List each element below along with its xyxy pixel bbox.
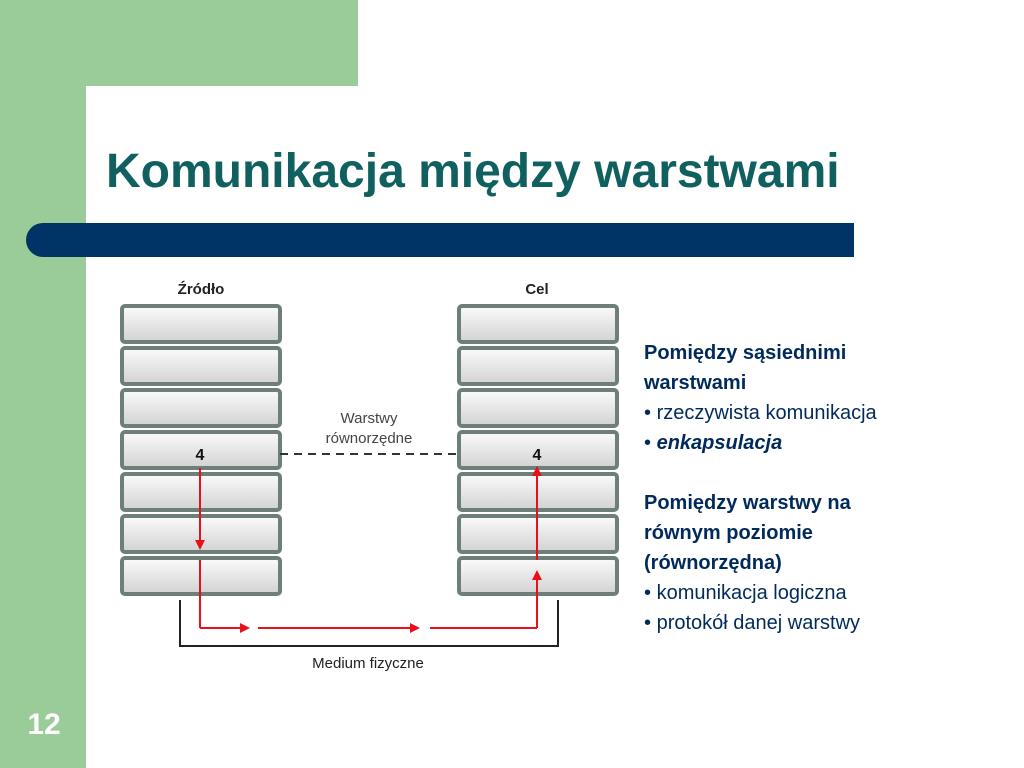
source-layer-1 xyxy=(120,304,282,344)
medium-label: Medium fizyczne xyxy=(312,655,424,672)
section1-heading-line2: warstwami xyxy=(644,372,747,394)
page-number: 12 xyxy=(27,708,61,741)
target-layer-3 xyxy=(457,388,619,428)
section2-item2: • protokół danej warstwy xyxy=(644,608,1014,638)
explanation-notes: Pomiędzy sąsiednimi warstwami • rzeczywi… xyxy=(644,338,1014,638)
section2-item1-text: komunikacja logiczna xyxy=(656,582,847,604)
bullet: • xyxy=(644,402,652,424)
bullet: • xyxy=(644,432,652,454)
bullet: • xyxy=(644,582,652,604)
section1-item1: • rzeczywista komunikacja xyxy=(644,398,1014,428)
title-underline-bar xyxy=(26,223,854,257)
section2-heading-line2: równym poziomie xyxy=(644,522,813,544)
source-layer-2 xyxy=(120,346,282,386)
bullet: • xyxy=(644,612,652,634)
source-layer-3 xyxy=(120,388,282,428)
section2-item1: • komunikacja logiczna xyxy=(644,578,1014,608)
target-layer-2 xyxy=(457,346,619,386)
peer-label-line2: równorzędne xyxy=(326,430,413,447)
section1-heading-line1: Pomiędzy sąsiednimi xyxy=(644,342,847,364)
section-spacer xyxy=(644,458,1014,488)
layer-communication-diagram: Źródło Cel 4 4 Warstwy równorzędne Mediu… xyxy=(120,281,619,672)
section2-heading-line3: (równorzędna) xyxy=(644,552,782,574)
data-flow-path xyxy=(195,466,542,633)
green-frame-left xyxy=(0,0,86,768)
source-layer-stack xyxy=(120,304,282,596)
peer-label-line1: Warstwy xyxy=(341,410,398,427)
slide-title: Komunikacja między warstwami xyxy=(106,145,840,198)
target-layer-number: 4 xyxy=(533,447,542,464)
source-label: Źródło xyxy=(178,281,225,298)
target-label: Cel xyxy=(525,281,548,298)
medium-bracket xyxy=(179,600,559,647)
target-layer-1 xyxy=(457,304,619,344)
section1-item2: • enkapsulacja xyxy=(644,428,1014,458)
section2-item2-text: protokół danej warstwy xyxy=(656,612,861,634)
section1-item2-text: enkapsulacja xyxy=(656,432,783,454)
section2-heading-line1: Pomiędzy warstwy na xyxy=(644,492,851,514)
section1-item1-text: rzeczywista komunikacja xyxy=(656,402,877,424)
source-layer-number: 4 xyxy=(196,447,205,464)
